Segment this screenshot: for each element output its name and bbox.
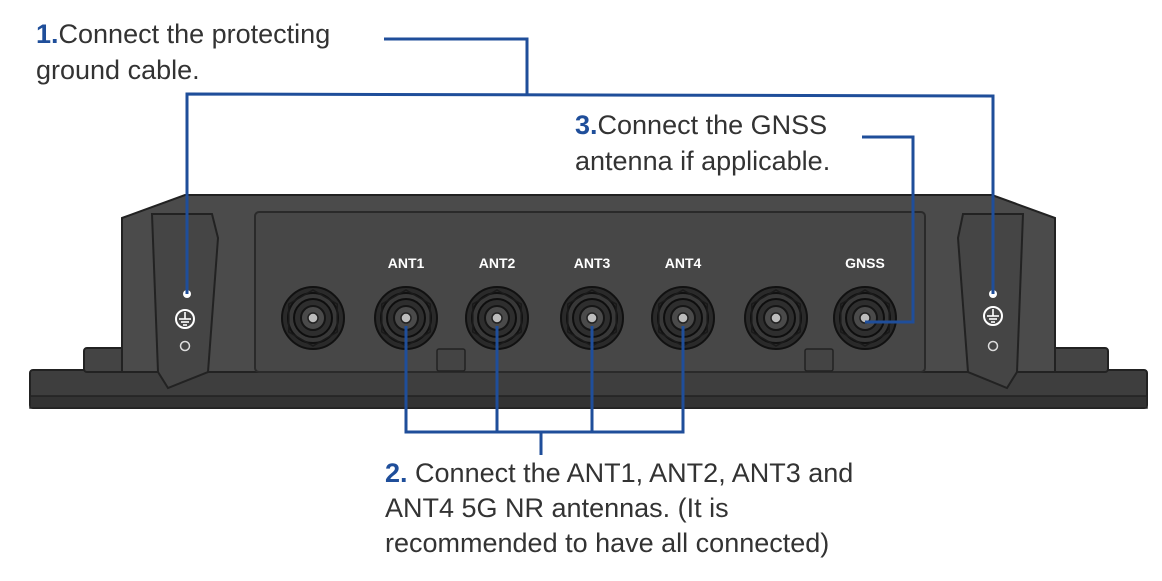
ground-terminal-left[interactable]: [175, 290, 195, 352]
port-unlabeled[interactable]: [281, 286, 345, 350]
callout-text: antenna if applicable.: [575, 146, 831, 176]
callout-text: Connect the protecting: [58, 19, 331, 49]
callout-number: 1.: [36, 19, 59, 49]
port-label: ANT4: [665, 255, 702, 271]
port-ant3[interactable]: [560, 286, 624, 350]
port-ant4[interactable]: [651, 286, 715, 350]
antenna-callout-line: [404, 326, 685, 434]
antenna-ports: ANT1 ANT2 ANT3 ANT4 GNSS: [281, 255, 897, 350]
gnss-callout: 3.Connect the GNSS antenna if applicable…: [575, 107, 830, 179]
port-label: GNSS: [845, 255, 885, 271]
callout-lines: [185, 37, 995, 455]
port-unlabeled[interactable]: [744, 286, 808, 350]
ground-terminal-right[interactable]: [983, 290, 1003, 352]
port-label: ANT1: [388, 255, 425, 271]
callout-text: ground cable.: [36, 55, 200, 85]
callout-text: Connect the GNSS: [597, 110, 828, 140]
antenna-callout: 2. Connect the ANT1, ANT2, ANT3 and ANT4…: [385, 456, 853, 561]
gnss-callout-line: [862, 135, 915, 324]
port-ant2[interactable]: [465, 286, 529, 350]
port-gnss[interactable]: [833, 286, 897, 350]
callout-text: Connect the ANT1, ANT2, ANT3 and: [407, 458, 854, 488]
ground-bus-line: [185, 92, 995, 294]
ground-symbol-icon: [987, 309, 999, 323]
ground-callout: 1.Connect the protecting ground cable.: [36, 16, 330, 88]
callout-text: recommended to have all connected): [385, 528, 830, 558]
port-label: ANT2: [479, 255, 516, 271]
callout-number: 3.: [575, 110, 598, 140]
ground-callout-line: [384, 37, 529, 94]
callout-number: 2.: [385, 458, 408, 488]
port-label: ANT3: [574, 255, 611, 271]
callout-text: ANT4 5G NR antennas. (It is: [385, 493, 729, 523]
ground-symbol-icon: [179, 312, 191, 326]
